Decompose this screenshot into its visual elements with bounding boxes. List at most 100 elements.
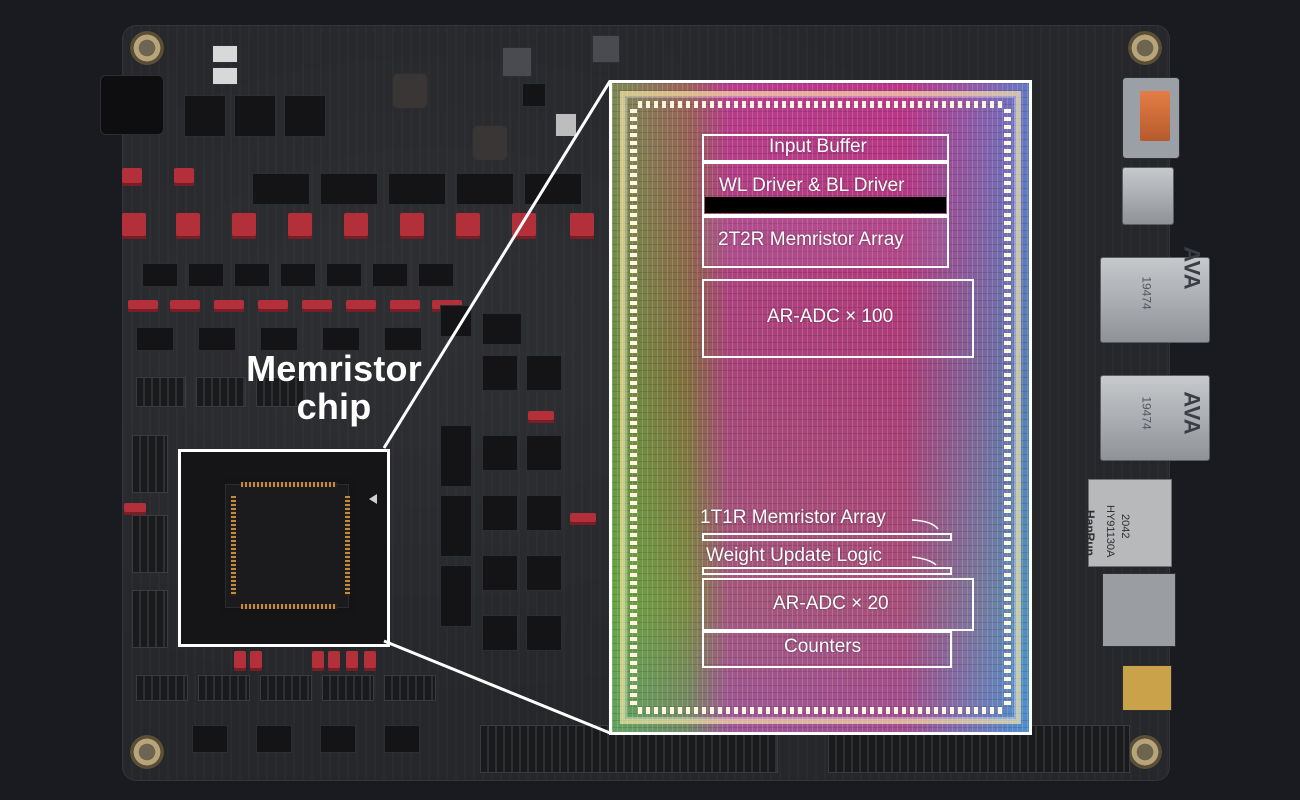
counters-block [702, 631, 952, 668]
jumper [176, 213, 200, 239]
memristor-array-2t2r-block [702, 216, 949, 268]
side-header [132, 515, 168, 573]
weight-update-logic-label: Weight Update Logic [706, 545, 883, 566]
driver-ic [456, 173, 514, 205]
opamp-ic [418, 263, 454, 287]
inductor [212, 45, 238, 63]
wl-bl-driver-block [702, 162, 949, 216]
micro-usb-port [1122, 665, 1172, 711]
opamp-ic [234, 263, 270, 287]
jumper [250, 651, 262, 671]
amp-ic [384, 327, 422, 351]
jumper [174, 168, 194, 186]
jumper [328, 651, 340, 671]
jumper [312, 651, 324, 671]
power-inductor [392, 73, 428, 109]
pin-header [196, 377, 246, 407]
jumper [364, 651, 376, 671]
pin-header [136, 377, 186, 407]
regulator [284, 95, 326, 137]
die-seal-ring [620, 91, 1021, 724]
driver-ic [524, 173, 582, 205]
label-pointers [911, 519, 939, 566]
memristor-array-2t2r-label: 2T2R Memristor Array [718, 229, 904, 250]
chip-pins-right [345, 496, 350, 596]
jumper [170, 300, 200, 312]
ic [592, 35, 620, 63]
jumper [570, 213, 594, 239]
jumper [302, 300, 332, 312]
memristor-array-1t1r-block [702, 533, 952, 541]
pin-header [256, 377, 306, 407]
bond-pads-top [638, 101, 1004, 108]
memristor-chip-label: Memristor chip [246, 348, 422, 427]
pin-header [198, 675, 250, 701]
jumper [344, 213, 368, 239]
ic [526, 435, 562, 471]
sd-card-slot [1102, 573, 1176, 647]
mounting-hole-top-left [130, 31, 164, 65]
opamp-ic [142, 263, 178, 287]
pin-header [260, 675, 312, 701]
amp-ic [136, 327, 174, 351]
pin-header [384, 675, 436, 701]
opamp-ic [372, 263, 408, 287]
driver-ic [320, 173, 378, 205]
ethernet-port [1088, 479, 1172, 567]
jumper [258, 300, 288, 312]
chip-pins-left [231, 496, 236, 596]
regulator [184, 95, 226, 137]
ar-adc-20-block [702, 578, 974, 631]
jumper [346, 300, 376, 312]
hdmi-port-insert [1140, 91, 1170, 141]
jumper [124, 503, 146, 515]
switch [555, 113, 577, 137]
ic [502, 47, 532, 77]
ic [522, 83, 546, 107]
ic [256, 725, 292, 753]
ic [482, 615, 518, 651]
chip-socket-highlight [178, 449, 390, 647]
jumper [122, 168, 142, 186]
regulator [234, 95, 276, 137]
mounting-hole-top-right [1128, 31, 1162, 65]
pin-header [322, 675, 374, 701]
ic [526, 615, 562, 651]
ic [526, 355, 562, 391]
bond-pads-left [630, 109, 637, 709]
usb-mini-port [1122, 167, 1174, 225]
jumper [570, 513, 596, 525]
opamp-ic [326, 263, 362, 287]
input-buffer-block [702, 134, 949, 162]
driver-ic [388, 173, 446, 205]
opamp-ic [188, 263, 224, 287]
die-micrograph: Input Buffer WL Driver & BL Driver 2T2R … [609, 80, 1032, 735]
jumper [128, 300, 158, 312]
bond-pads-bottom [638, 707, 1004, 714]
amp-ic [260, 327, 298, 351]
amp-ic [322, 327, 360, 351]
ic [320, 725, 356, 753]
ic [440, 565, 472, 627]
chip-pins-bottom [241, 604, 337, 609]
side-header [132, 590, 168, 648]
input-buffer-label: Input Buffer [769, 136, 867, 157]
counters-label: Counters [784, 636, 862, 657]
usb-port-top [1100, 257, 1210, 343]
jumper [288, 213, 312, 239]
ic [482, 313, 522, 345]
inductor [212, 67, 238, 85]
jumper [456, 213, 480, 239]
amp-ic [198, 327, 236, 351]
ic [482, 355, 518, 391]
pin-header [136, 675, 188, 701]
wl-bl-driver-label: WL Driver & BL Driver [719, 175, 905, 196]
memristor-array-1t1r-label: 1T1R Memristor Array [700, 507, 886, 528]
ic [482, 435, 518, 471]
ic [526, 555, 562, 591]
ar-adc-100-label: AR-ADC × 100 [767, 306, 894, 327]
chip-pins-top [241, 482, 337, 487]
power-jack [100, 75, 164, 135]
ic [192, 725, 228, 753]
